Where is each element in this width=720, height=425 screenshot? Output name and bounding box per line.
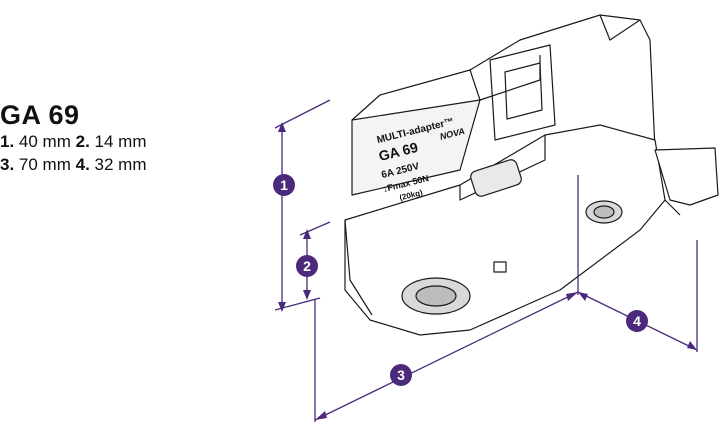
dim-badge-3: 3: [390, 364, 412, 386]
dim-1-value: 40 mm: [18, 132, 71, 151]
dim-3-arrow-left: [315, 411, 327, 420]
dim-badge-2-label: 2: [303, 258, 311, 274]
model-title: GA 69: [0, 100, 80, 130]
label-plate: [351, 99, 481, 196]
dim-3-number: 3.: [0, 155, 15, 174]
dim-3-value: 70 mm: [18, 155, 71, 174]
contact-slot-inner: [504, 62, 543, 120]
dim-2-number: 2.: [75, 132, 90, 151]
fixing-hole-front-inner: [415, 285, 457, 307]
fixing-hole-rear-inner: [593, 205, 615, 219]
side-wing: [654, 147, 719, 206]
dim-1-arrow-top: [278, 122, 286, 132]
dim-badge-4-label: 4: [633, 313, 641, 329]
contact-slot: [489, 44, 556, 141]
dim-badge-3-label: 3: [397, 367, 405, 383]
dimension-row-2: 3. 70 mm 4. 32 mm: [0, 153, 147, 176]
dim-4-arrow-left: [578, 292, 588, 301]
dim-2-value: 14 mm: [94, 132, 147, 151]
locking-knob: [470, 159, 522, 197]
dim-2-arrow-bottom: [303, 290, 311, 300]
dim-badge-2: 2: [296, 255, 318, 277]
dim-1-extension-top: [274, 99, 331, 129]
dim-1-arrow-bottom: [278, 302, 286, 312]
dimension-row-1: 1. 40 mm 2. 14 mm: [0, 130, 147, 153]
dim-4-number: 4.: [75, 155, 90, 174]
body-front-edge: [344, 219, 373, 316]
dim-badge-1: 1: [273, 174, 295, 196]
dim-4-arrow-right: [687, 341, 697, 350]
dim-2-arrow-top: [303, 229, 311, 239]
housing-top-corner: [599, 14, 641, 41]
small-notch: [493, 261, 507, 273]
dim-badge-1-label: 1: [280, 177, 288, 193]
dim-1-number: 1.: [0, 132, 15, 151]
wing-edge: [664, 199, 681, 216]
dim-3-line: [314, 291, 579, 421]
dim-4-value: 32 mm: [94, 155, 147, 174]
dim-3-arrow-right: [566, 292, 578, 301]
spec-panel: GA 69 1. 40 mm 2. 14 mm 3. 70 mm 4. 32 m…: [0, 100, 147, 176]
dim-badge-4: 4: [626, 310, 648, 332]
dim-2-extension-top: [299, 221, 331, 236]
